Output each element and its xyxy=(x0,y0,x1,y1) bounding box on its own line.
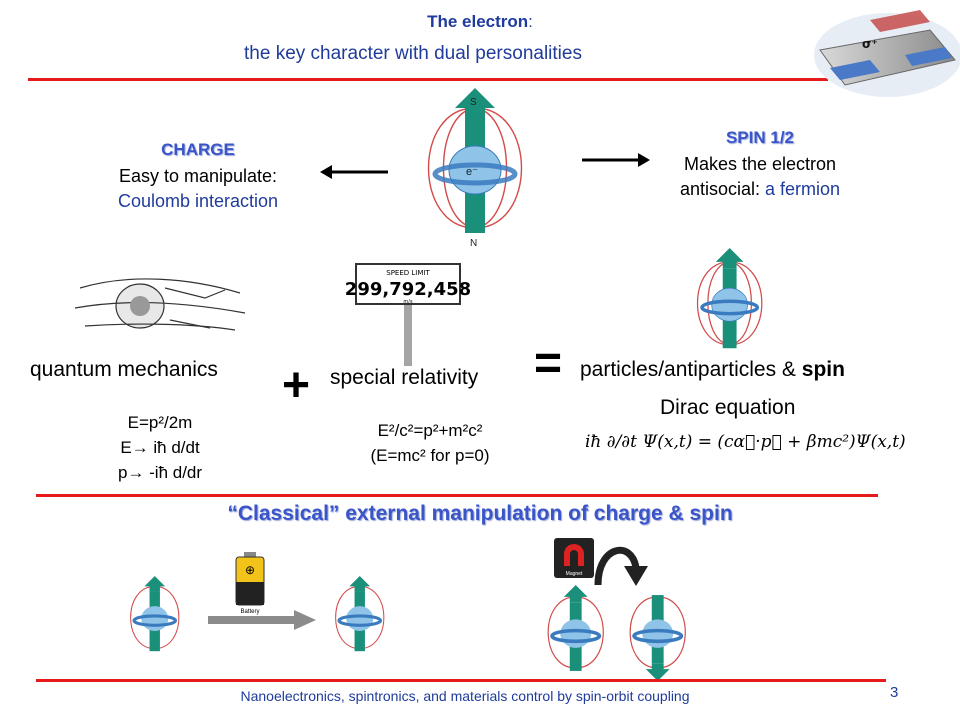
qm-label: quantum mechanics xyxy=(30,358,218,381)
charge-block: CHARGE Easy to manipulate: Coulomb inter… xyxy=(78,140,318,212)
svg-text:σ⁺: σ⁺ xyxy=(862,37,878,51)
arrow-to-spin xyxy=(582,153,650,167)
dirac-equation: iħ ∂/∂t Ψ(x,t) = (cα⃗·p⃗ + βmc²)Ψ(x,t) xyxy=(585,432,906,452)
spin-block: SPIN 1/2 Makes the electron antisocial: … xyxy=(630,128,890,200)
qm-eq3: p→ -iħ d/dr xyxy=(117,463,203,482)
svg-text:m/s: m/s xyxy=(403,299,413,305)
svg-text:N: N xyxy=(470,238,477,249)
spin-line1: Makes the electron xyxy=(683,154,837,174)
spin-heading: SPIN 1/2 xyxy=(725,128,795,147)
electron-after-flip xyxy=(629,595,686,681)
svg-text:S: S xyxy=(470,97,477,108)
qm-equations: E=p²/2m E→ iħ d/dt p→ -iħ d/dr xyxy=(90,410,230,485)
qm-eq1: E=p²/2m xyxy=(127,413,193,432)
result-label: particles/antiparticles & spin xyxy=(580,358,845,381)
svg-text:Magnet: Magnet xyxy=(566,571,583,577)
electron-before-flip xyxy=(547,585,604,671)
slide-title: The electron: xyxy=(0,12,960,32)
slide-subtitle: the key character with dual personalitie… xyxy=(244,43,582,64)
equals-symbol: = xyxy=(534,337,563,390)
electron-spin-diagram: e⁻ S N xyxy=(427,88,523,249)
charge-line1: Easy to manipulate: xyxy=(118,166,278,186)
arrow-to-charge xyxy=(320,165,388,179)
svg-text:e⁻: e⁻ xyxy=(466,166,478,178)
dirac-label: Dirac equation xyxy=(660,396,796,419)
gray-arrow xyxy=(208,610,316,630)
speed-limit-sign: SPEED LIMIT 299,792,458 m/s xyxy=(345,263,471,366)
bottom-rule xyxy=(36,679,886,682)
electron-after-battery xyxy=(335,576,385,652)
svg-text:Battery: Battery xyxy=(240,609,259,615)
svg-text:299,792,458: 299,792,458 xyxy=(345,279,471,300)
manipulation-banner: “Classical” external manipulation of cha… xyxy=(227,502,733,525)
battery-icon: ⊕ Battery xyxy=(235,552,265,615)
title-bold: The electron xyxy=(427,12,529,31)
svg-text:⊕: ⊕ xyxy=(245,563,255,577)
charge-heading: CHARGE xyxy=(161,140,235,159)
spin-device-illustration: σ⁺ xyxy=(814,10,960,97)
sr-equations: E²/c²=p²+m²c² (E=mc² for p=0) xyxy=(330,418,530,468)
plus-symbol: + xyxy=(282,359,311,412)
flip-arrow xyxy=(594,546,648,586)
page-number: 3 xyxy=(890,684,899,701)
title-colon: : xyxy=(528,12,533,31)
sr-eq1: E²/c²=p²+m²c² xyxy=(377,421,483,440)
footer-text: Nanoelectronics, spintronics, and materi… xyxy=(240,688,690,704)
electron-before-battery xyxy=(130,576,180,652)
sr-eq2: (E=mc² for p=0) xyxy=(370,446,490,465)
sr-label: special relativity xyxy=(330,366,479,389)
spin-line2: antisocial: a fermion xyxy=(679,179,841,199)
electron-small-dirac xyxy=(697,248,763,349)
qm-eq2: E→ iħ d/dt xyxy=(120,438,200,457)
quantum-sketch-icon xyxy=(74,278,246,331)
middle-rule xyxy=(36,494,878,497)
svg-text:SPEED LIMIT: SPEED LIMIT xyxy=(386,269,430,277)
charge-line2: Coulomb interaction xyxy=(117,191,279,211)
top-rule xyxy=(28,78,828,81)
magnet-icon: Magnet xyxy=(554,538,594,578)
